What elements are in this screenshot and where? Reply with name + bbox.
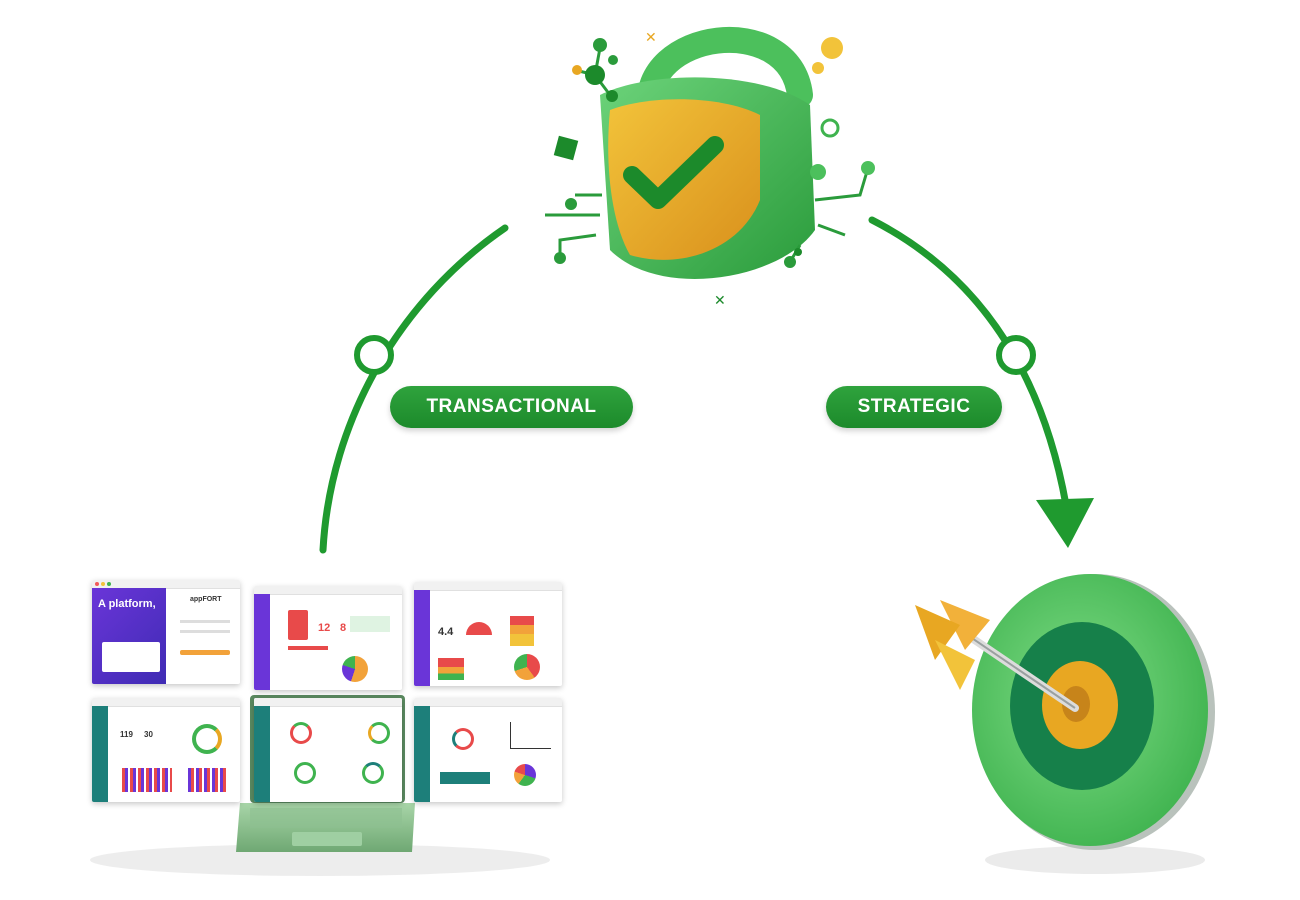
strategic-label: STRATEGIC [826,386,1002,428]
thumb-login: A platform, appFORT [92,580,240,684]
thumb-laptop-screen [254,698,402,802]
target-dart-icon [915,574,1215,874]
kpi-value: 4.4 [438,626,454,638]
svg-text:✕: ✕ [714,292,726,308]
kpi-left: 119 [120,730,133,739]
node-left [354,335,394,375]
right-arc [868,216,1070,509]
login-brand: appFORT [190,596,222,603]
thumb-dashboard-bars [414,698,562,802]
kpi-right: 30 [144,730,153,739]
thumb-dashboard-red: 12 8 [254,586,402,690]
padlock-shield-check-icon: ✕ ✕ [545,26,875,308]
arrow-head [1036,498,1094,548]
badge-left: 12 [318,622,331,634]
badge-right: 8 [340,622,347,634]
thumb-dashboard-kpi: 4.4 [414,582,562,686]
login-headline: A platform, [98,598,156,610]
transactional-label: TRANSACTIONAL [390,386,633,428]
thumb-dashboard-gauges: 119 30 [92,698,240,802]
svg-text:✕: ✕ [645,29,657,45]
node-right [996,335,1036,375]
